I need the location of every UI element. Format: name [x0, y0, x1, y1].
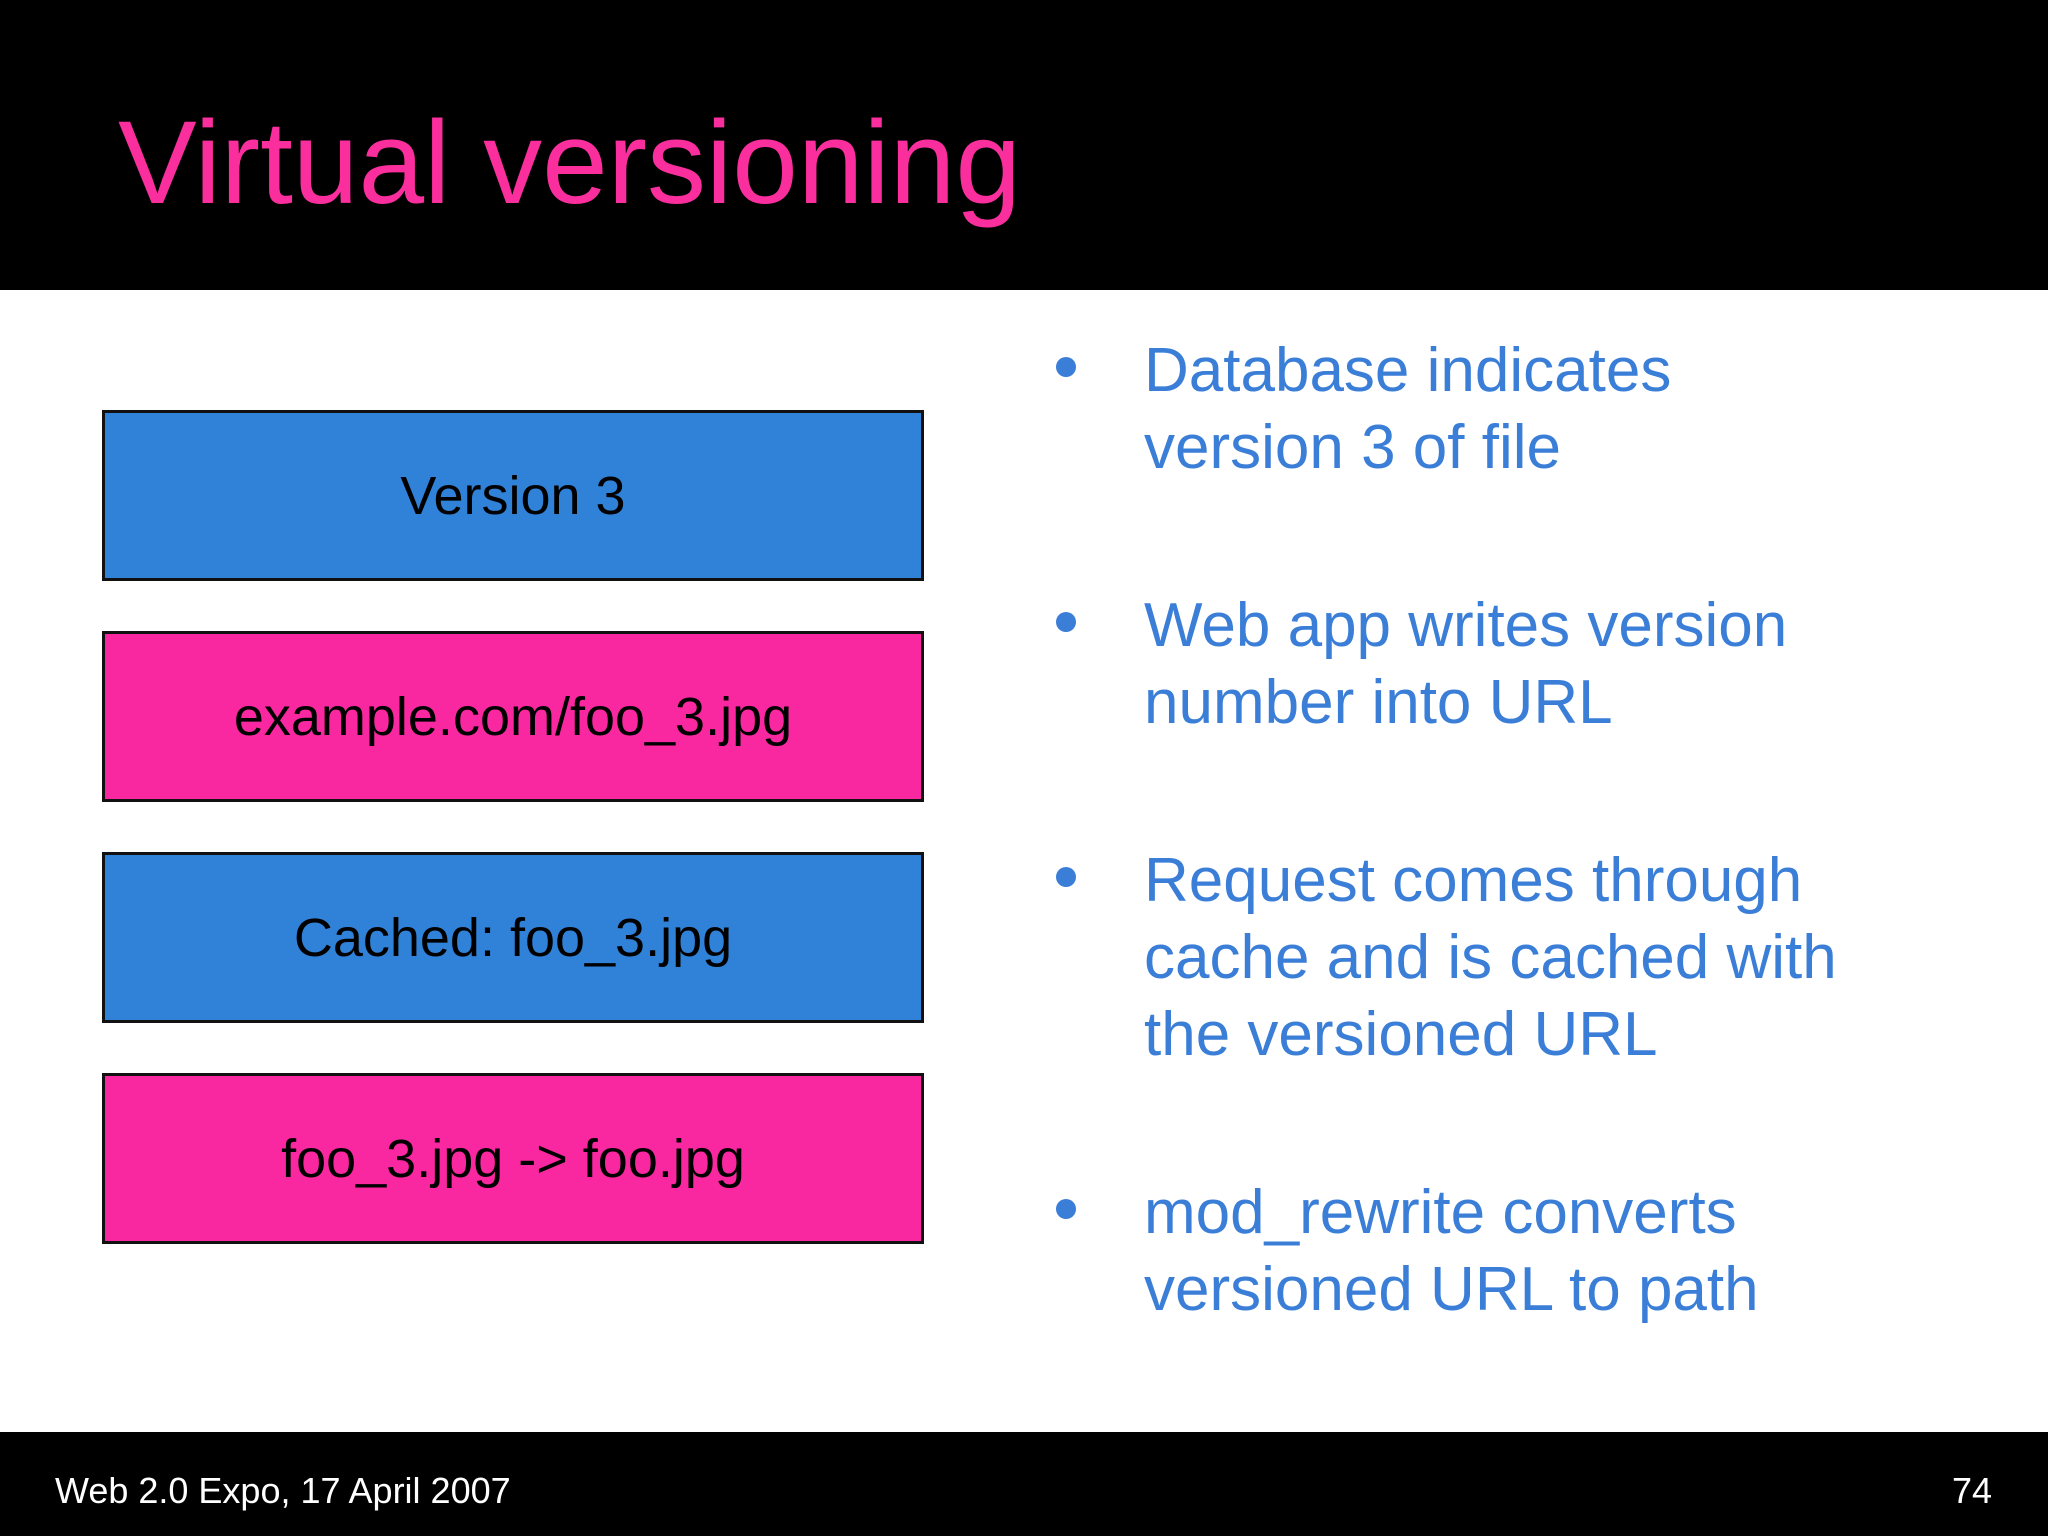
box-label: example.com/foo_3.jpg	[233, 686, 793, 747]
bullet-text: mod_rewrite converts versioned URL to pa…	[1144, 1174, 1759, 1328]
diagram-box-rewrite: foo_3.jpg -> foo.jpg	[102, 1073, 924, 1244]
box-label: Version 3	[400, 465, 626, 526]
diagram-box-version-3: Version 3	[102, 410, 924, 581]
bullet-line: Web app writes version	[1144, 591, 1788, 660]
box-label: Cached: foo_3.jpg	[293, 907, 733, 968]
bullet-text: Web app writes version number into URL	[1144, 587, 1787, 741]
bullet-item-request: Request comes through cache and is cache…	[1048, 842, 1998, 1073]
bullet-line: Database indicates	[1144, 336, 1672, 405]
bullet-line: the versioned URL	[1144, 1000, 1658, 1069]
bullet-item-webapp: Web app writes version number into URL	[1048, 587, 1998, 741]
bullet-text: Request comes through cache and is cache…	[1144, 842, 1837, 1073]
page-title: Virtual versioning	[118, 97, 1021, 229]
bullet-text: Database indicates version 3 of file	[1144, 332, 1671, 486]
bullet-line: number into URL	[1144, 668, 1613, 737]
bullet-dot-icon	[1056, 357, 1076, 377]
page-number: 74	[1951, 1470, 1992, 1511]
footer-event-label: Web 2.0 Expo, 17 April 2007	[55, 1470, 511, 1511]
footer-bar: Web 2.0 Expo, 17 April 2007 74	[0, 1432, 2048, 1536]
bullet-line: versioned URL to path	[1144, 1255, 1759, 1324]
bullet-item-database: Database indicates version 3 of file	[1048, 332, 1998, 486]
bullet-item-modrewrite: mod_rewrite converts versioned URL to pa…	[1048, 1174, 1998, 1328]
title-bar: Virtual versioning	[0, 0, 2048, 290]
bullet-line: version 3 of file	[1144, 413, 1561, 482]
box-label: foo_3.jpg -> foo.jpg	[281, 1128, 745, 1189]
bullet-line: Request comes through	[1144, 846, 1803, 915]
bullet-dot-icon	[1056, 612, 1076, 632]
bullet-line: mod_rewrite converts	[1144, 1178, 1737, 1247]
diagram-box-cached: Cached: foo_3.jpg	[102, 852, 924, 1023]
bullet-dot-icon	[1056, 1199, 1076, 1219]
bullet-line: cache and is cached with	[1144, 923, 1837, 992]
bullet-dot-icon	[1056, 867, 1076, 887]
bullet-list: Database indicates version 3 of file Web…	[1048, 332, 1998, 1429]
diagram-box-versioned-url: example.com/foo_3.jpg	[102, 631, 924, 802]
